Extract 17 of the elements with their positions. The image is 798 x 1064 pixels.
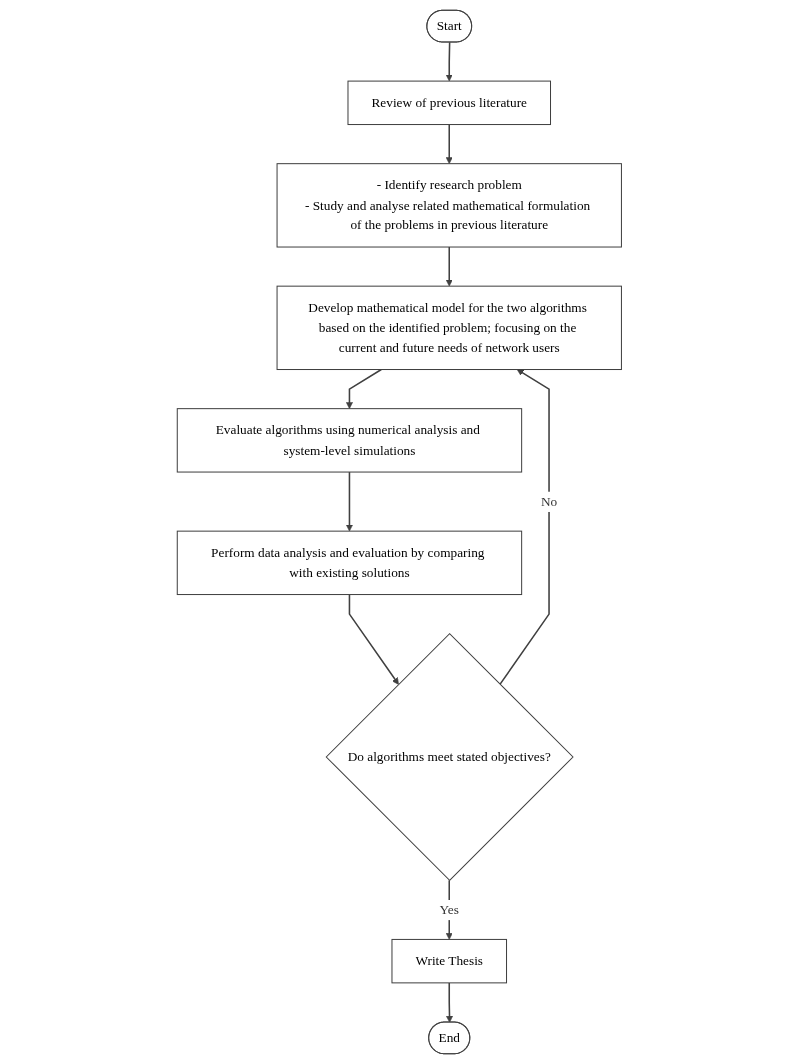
arrow: [445, 246, 453, 287]
node-box: Review of previous literature: [347, 80, 551, 126]
node-box: Write Thesis: [391, 938, 507, 984]
arrow: [345, 471, 353, 532]
edge-label: No: [540, 493, 557, 509]
edge-label: Yes: [439, 902, 459, 918]
arrow: [498, 369, 550, 686]
node-diamond: Do algorithms meet stated objectives?: [325, 632, 574, 882]
node-box: Evaluate algorithms using numerical analysis and system-level simulations: [176, 408, 522, 473]
arrow: [445, 982, 453, 1023]
arrow: [345, 368, 382, 409]
arrow: [348, 593, 399, 685]
node-box: - Identify research problem - Study and analyse related mathematical formulation of the problems in previous literature: [276, 163, 622, 248]
arrow: [445, 123, 453, 164]
node-box: Develop mathematical model for the two algorithms based on the identified problem; focusing on the current and future needs of network users: [276, 285, 622, 371]
node-box: Perform data analysis and evaluation by comparing with existing solutions: [176, 530, 522, 596]
arrow: [445, 41, 453, 82]
